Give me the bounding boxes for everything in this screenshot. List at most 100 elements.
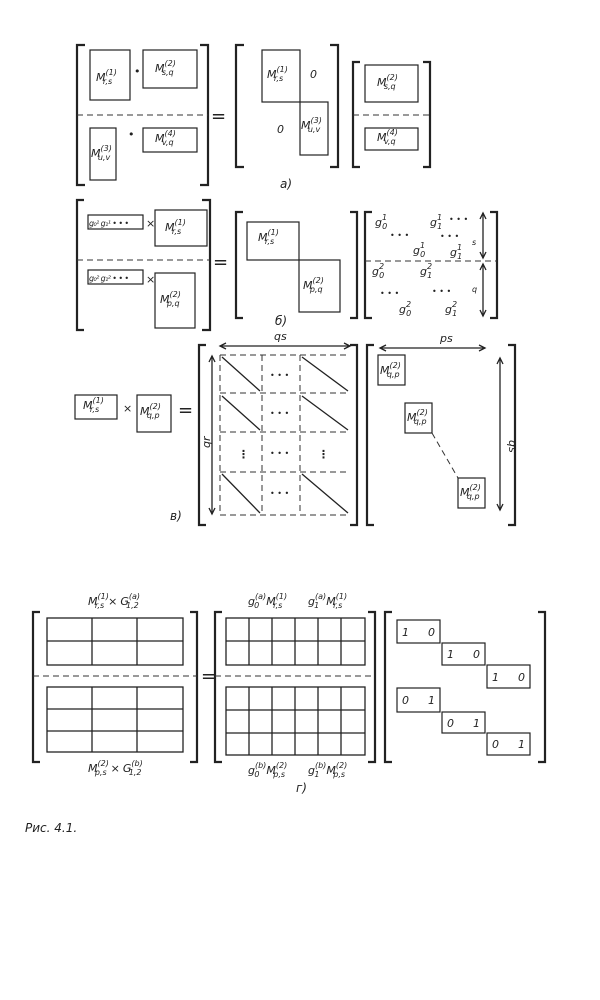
block-m1 (154, 209, 208, 247)
label-mqp: M(2)q,p (460, 483, 481, 501)
g-vector-2 (87, 269, 144, 285)
svg-text:1: 1 (518, 738, 525, 751)
g-vector-1 (87, 214, 144, 230)
right-bracket (508, 343, 517, 527)
svg-text:0: 0 (402, 694, 409, 707)
dots: • • • (380, 289, 399, 298)
label-m2: M(2)p,q (303, 276, 324, 294)
block-m3 (299, 101, 329, 156)
equals-sign: = (201, 666, 216, 687)
dimension-label-qr: qr (200, 435, 213, 448)
block-m4 (142, 127, 198, 153)
dots: • • • (270, 489, 289, 498)
diagonals (221, 356, 349, 514)
svg-text:0: 0 (518, 671, 525, 684)
label-m4: M(4)v,q (377, 128, 398, 146)
left-bracket (383, 610, 392, 764)
dots: • • • (270, 449, 289, 458)
left-bracket (234, 210, 243, 320)
grid-top-left (46, 617, 184, 666)
panel-label: б) (275, 314, 287, 328)
label-m2: M(2)p,q (160, 290, 181, 308)
right-bracket (490, 210, 499, 320)
vdots: ⋮ (238, 448, 249, 461)
dimension-label-qs: qs (274, 330, 287, 343)
svg-text:0: 0 (447, 717, 454, 730)
right-bracket (350, 210, 359, 320)
label-m1: M(1)r,s (267, 65, 288, 83)
block-m2 (364, 64, 419, 103)
left-bracket (197, 343, 206, 527)
times-op: × (146, 217, 155, 230)
block-m3 (89, 127, 117, 181)
right-bracket (423, 60, 432, 169)
block-m2 (154, 272, 196, 329)
right-bracket (350, 343, 359, 527)
panel-a: M(1)r,s • M(2)s,q M(3)u,v • M(4)v,q = M(… (75, 43, 432, 191)
arrowheads (479, 262, 487, 318)
right-bracket (538, 610, 547, 764)
left-bracket (365, 343, 374, 527)
panel-b: g₀¹ g₁¹ • • • × M(1)r,s g₀² g₁² • • • × … (75, 198, 499, 332)
dimension-label-qs: qs (506, 440, 519, 453)
zero-entry: 0 (310, 68, 317, 81)
g-vector-2-label: g₀² g₁² • • • (89, 274, 129, 283)
dots: • • • (449, 215, 468, 224)
dot-op: • (128, 128, 135, 141)
zero-entry: 0 (277, 123, 284, 136)
block-m1 (246, 221, 300, 261)
panel-label: а) (280, 177, 292, 191)
panel-label: г) (296, 781, 307, 795)
label-m3: M(3)u,v (91, 144, 112, 162)
grid-top-mid (225, 617, 366, 666)
block-m2 (142, 49, 198, 89)
arrowheads (479, 211, 487, 260)
svg-text:1: 1 (473, 717, 480, 730)
grid-bottom-left (46, 686, 184, 753)
block-mqp (377, 354, 406, 386)
figure-caption: Рис. 4.1. (25, 821, 77, 835)
dot-op: • (134, 65, 141, 78)
label-m1: M(1)r,s (96, 68, 117, 86)
dots: • • • (440, 232, 459, 241)
dots: • • • (432, 287, 451, 296)
label-m1: M(1)r,s (83, 396, 104, 414)
dimension-label-q: q (472, 285, 477, 294)
svg-text:0: 0 (428, 626, 435, 639)
dots: • • • (270, 409, 289, 418)
label-bottom-left: M(2)p,s×G(b)1,2 (88, 759, 143, 777)
label-m3: M(3)u,v (301, 116, 322, 134)
grid-bottom-mid (225, 686, 366, 756)
equals-sign: = (211, 106, 226, 127)
label-top-left: M(1)r,s×G(a)1,2 (88, 592, 140, 610)
label-m1: M(1)r,s (165, 218, 186, 236)
block-m1 (89, 49, 131, 101)
right-bracket (330, 43, 340, 169)
label-m1: M(1)r,s (258, 228, 279, 246)
dimension-label-s: s (472, 238, 476, 247)
label-mqp: M(2)q,p (380, 361, 401, 379)
panel-c: M(1)r,s × M(2)q,p = • • • • • • • • • • … (74, 330, 519, 527)
left-bracket (363, 210, 372, 320)
svg-text:1: 1 (402, 626, 409, 639)
times-op: × (123, 402, 132, 415)
left-bracket (213, 610, 222, 764)
label-m2: M(2)s,q (377, 73, 398, 91)
left-bracket (31, 610, 40, 764)
svg-text:1: 1 (428, 694, 435, 707)
dots: • • • (390, 231, 409, 240)
left-bracket (234, 43, 244, 169)
